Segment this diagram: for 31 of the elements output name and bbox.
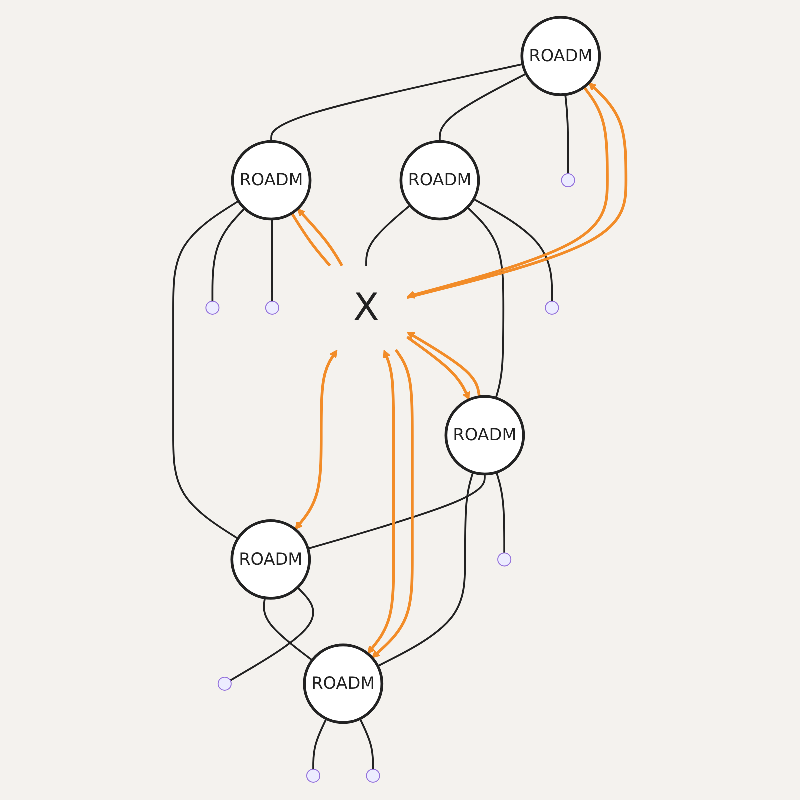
node-circle bbox=[231, 140, 312, 221]
connector bbox=[467, 206, 505, 399]
node-circle bbox=[303, 644, 384, 724]
arrow bbox=[406, 336, 470, 400]
node-circle bbox=[230, 520, 312, 600]
connector bbox=[474, 198, 554, 302]
node-text: X bbox=[354, 286, 380, 330]
arrow bbox=[368, 350, 396, 654]
connector bbox=[564, 94, 570, 174]
connector bbox=[263, 598, 314, 662]
connector bbox=[312, 718, 328, 770]
arrow bbox=[295, 350, 338, 530]
node-circle bbox=[520, 16, 602, 96]
network-diagram: ROADM ROADM ROADM X ROADM ROADM ROADM bbox=[166, 10, 634, 790]
node-circle bbox=[444, 395, 526, 476]
connector bbox=[366, 204, 412, 266]
arrow bbox=[407, 332, 482, 398]
node-circle bbox=[400, 140, 480, 221]
connector bbox=[172, 200, 240, 540]
connector bbox=[360, 718, 374, 770]
arrow bbox=[372, 349, 414, 658]
arrow bbox=[298, 208, 344, 267]
connector bbox=[270, 64, 524, 142]
connector bbox=[378, 472, 474, 668]
connector bbox=[290, 212, 332, 267]
connector bbox=[308, 474, 486, 550]
connector bbox=[230, 587, 314, 682]
connector bbox=[212, 208, 246, 302]
connector bbox=[439, 73, 527, 142]
connector bbox=[271, 219, 274, 302]
connector bbox=[496, 472, 506, 554]
